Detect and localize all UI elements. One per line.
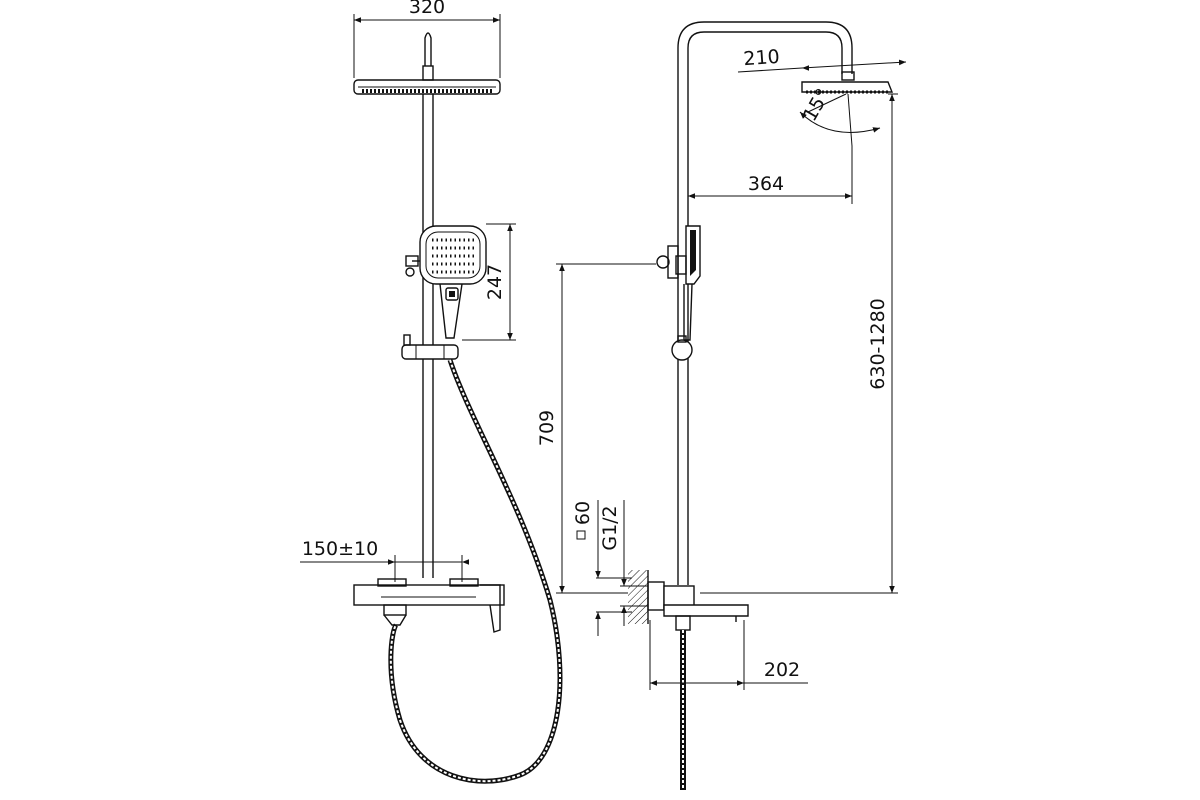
dimension-rain-width: 320 [353, 0, 501, 78]
side-view: 15° [536, 21, 907, 790]
dimension-label-hand-shower-height: 247 [484, 264, 506, 300]
dimension-label-spout-length: 202 [764, 659, 800, 681]
side-slide-holder [671, 335, 693, 361]
dimension-label-rain-diameter: 210 [743, 46, 781, 70]
dimension-label-inlet-spacing: 150±10 [302, 538, 378, 560]
dimension-label-thread: G1/2 [599, 505, 621, 550]
tilt-angle-indicator: 15° [799, 85, 881, 147]
dimension-holder-height: 709 [536, 263, 656, 594]
front-view: 320 247 150±10 [300, 0, 563, 784]
dimension-flange-size: 60 [572, 500, 632, 636]
dimension-total-height: 630-1280 [700, 93, 898, 594]
dimension-inlet-spacing: 150±10 [300, 538, 462, 582]
side-rain-head [801, 71, 894, 94]
dimension-thread: G1/2 [599, 500, 648, 626]
dimension-arm-reach: 364 [688, 146, 853, 204]
rain-shower-head [353, 32, 501, 95]
dimension-label-flange-size: 60 [572, 501, 594, 525]
main-rail-pipe [422, 94, 434, 578]
dimension-hand-shower-height: 247 [462, 223, 516, 341]
dimension-rain-diameter: 210 [737, 46, 907, 72]
shower-hose [388, 359, 563, 784]
square-symbol-icon [576, 530, 586, 540]
side-rail-pipe [677, 21, 853, 585]
dimension-spout-length: 202 [649, 620, 808, 690]
side-hand-shower [656, 225, 701, 341]
thermostatic-mixer [353, 578, 505, 633]
dimension-label-rain-width: 320 [409, 0, 445, 18]
dimension-label-total-height: 630-1280 [867, 298, 889, 389]
side-mixer-and-wall [628, 570, 749, 631]
hand-shower [405, 225, 487, 339]
slide-holder [401, 334, 459, 360]
dimension-label-arm-reach: 364 [748, 173, 784, 195]
dimension-label-holder-height: 709 [536, 410, 558, 446]
